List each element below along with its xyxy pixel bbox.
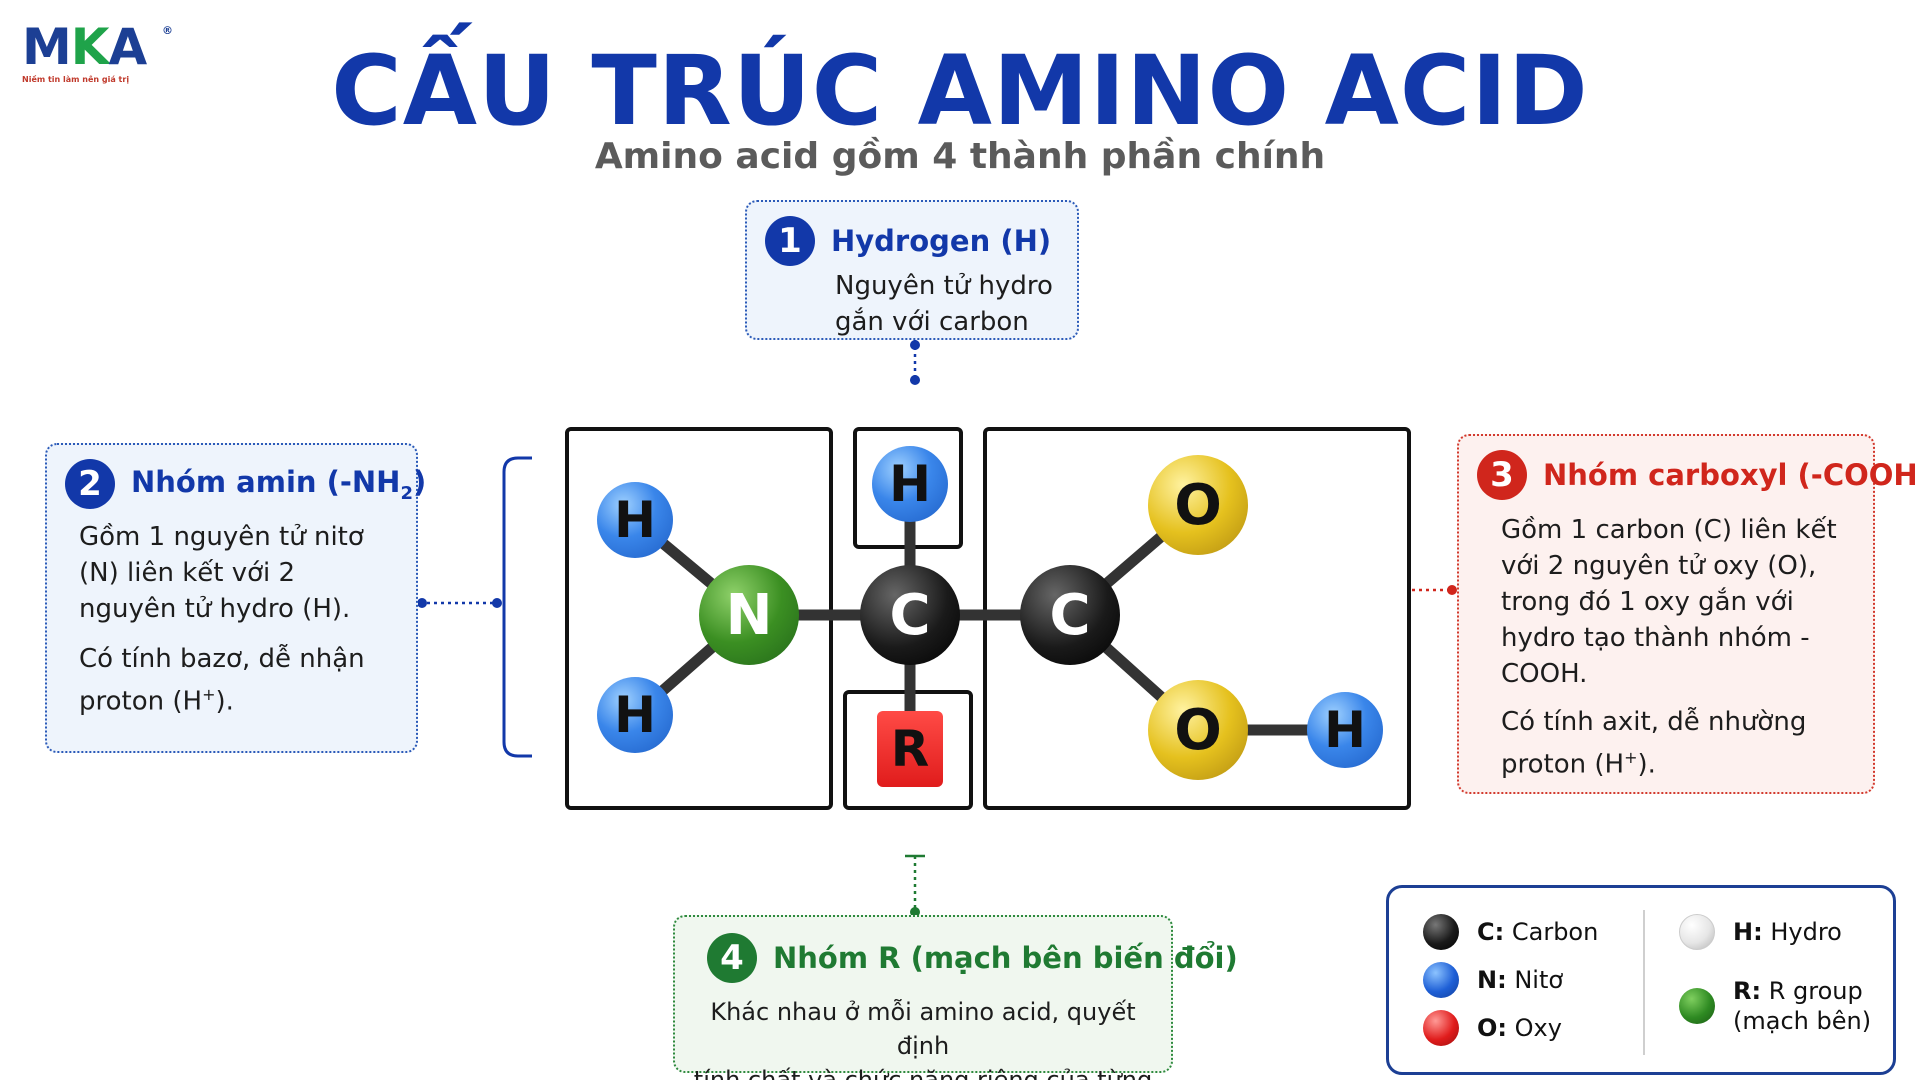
legend-item-nitrogen: N: Nitơ: [1423, 962, 1563, 998]
atom-hydrogen-alpha: H: [872, 446, 948, 522]
card-body: Khác nhau ở mỗi amino acid, quyết định t…: [693, 995, 1153, 1080]
logo-letter-m: M: [22, 18, 72, 76]
card-body: Gồm 1 carbon (C) liên kết với 2 nguyên t…: [1501, 512, 1855, 783]
legend-symbol: N:: [1477, 966, 1507, 994]
card-body: Nguyên tử hydro gắn với carbon: [835, 268, 1059, 340]
page-title: CẤU TRÚC AMINO ACID: [331, 35, 1589, 147]
step-badge-4: 4: [707, 933, 757, 983]
text-superscript: +: [202, 685, 216, 704]
card-header: 4 Nhóm R (mạch bên biến đổi): [693, 933, 1238, 983]
card-body: Gồm 1 nguyên tử nitơ (N) liên kết với 2 …: [79, 519, 398, 720]
text-part: Có tính bazơ, dễ nhận proton (H: [79, 644, 365, 717]
oxygen-swatch-icon: [1423, 1010, 1459, 1046]
card-paragraph: Có tính bazơ, dễ nhận proton (H+).: [79, 641, 398, 720]
card-paragraph: Có tính axit, dễ nhường proton (H+).: [1501, 704, 1855, 783]
legend-label: O: Oxy: [1477, 1013, 1562, 1043]
atom-nitrogen: N: [699, 565, 799, 665]
brand-logo: MKA ® Niềm tin làm nên giá trị: [22, 22, 173, 84]
card-paragraph: Gồm 1 nguyên tử nitơ (N) liên kết với 2 …: [79, 522, 364, 624]
card-title: Nhóm carboxyl (-COOH): [1543, 458, 1920, 492]
legend-symbol: H:: [1733, 918, 1763, 946]
atom-hydrogen-amin-top: H: [597, 482, 673, 558]
text-part: ).: [1637, 749, 1656, 780]
connector-dot: [492, 598, 502, 608]
logo-letter-a: A: [108, 18, 148, 76]
text-superscript: +: [1624, 748, 1638, 767]
connector-dot: [417, 598, 427, 608]
atom-hydrogen-hydroxyl: H: [1307, 692, 1383, 768]
atom-carbon-alpha: C: [860, 565, 960, 665]
legend-label: R: R group(mạch bên): [1733, 976, 1871, 1036]
atom-oxygen-double: O: [1148, 455, 1248, 555]
text-part: ).: [215, 686, 234, 717]
card-title: Nhóm R (mạch bên biến đổi): [773, 941, 1238, 975]
amin-bracket: [502, 456, 532, 758]
card-header: 3 Nhóm carboxyl (-COOH): [1477, 450, 1920, 500]
legend-symbol: C:: [1477, 918, 1505, 946]
legend-symbol: O:: [1477, 1014, 1507, 1042]
page-subtitle: Amino acid gồm 4 thành phần chính: [594, 136, 1326, 177]
title-subscript: 2: [400, 482, 413, 504]
logo-tagline: Niềm tin làm nên giá trị: [22, 75, 130, 84]
connector-dot: [910, 340, 920, 350]
card-header: 1 Hydrogen (H): [765, 216, 1059, 266]
atom-oxygen-single: O: [1148, 680, 1248, 780]
legend-label: C: Carbon: [1477, 917, 1598, 947]
title-part: Nhóm amin (-NH: [131, 464, 401, 499]
legend-text: R group: [1768, 977, 1863, 1005]
title-part: ): [413, 464, 427, 499]
card-text-line: Khác nhau ở mỗi amino acid, quyết định: [710, 998, 1136, 1060]
step-badge-1: 1: [765, 216, 815, 266]
connector-dot: [910, 375, 920, 385]
connector-dot: [1447, 585, 1457, 595]
legend-item-hydrogen: H: Hydro: [1679, 914, 1842, 950]
atom-r-group: R: [877, 711, 943, 787]
carbon-swatch-icon: [1423, 914, 1459, 950]
legend-divider: [1643, 910, 1645, 1055]
legend-text: Nitơ: [1514, 966, 1564, 994]
connector-dot: [910, 907, 920, 917]
card-amin: 2 Nhóm amin (-NH2) Gồm 1 nguyên tử nitơ …: [45, 443, 426, 753]
legend-symbol: R:: [1733, 977, 1762, 1005]
logo-wordmark: MKA: [22, 22, 162, 72]
card-text-line: tính chất và chức năng riêng của từng lo…: [693, 1066, 1153, 1080]
step-badge-3: 3: [1477, 450, 1527, 500]
legend-item-oxygen: O: Oxy: [1423, 1010, 1562, 1046]
registered-mark: ®: [162, 24, 173, 37]
card-hydrogen: 1 Hydrogen (H) Nguyên tử hydro gắn với c…: [745, 200, 1079, 340]
legend-text: Hydro: [1770, 918, 1842, 946]
text-part: Có tính axit, dễ nhường proton (H: [1501, 707, 1807, 780]
card-title: Hydrogen (H): [831, 224, 1052, 258]
card-text-line: gắn với carbon: [835, 307, 1029, 337]
card-r-group: 4 Nhóm R (mạch bên biến đổi) Khác nhau ở…: [673, 915, 1238, 1080]
legend-label: N: Nitơ: [1477, 965, 1563, 995]
legend-label: H: Hydro: [1733, 917, 1842, 947]
card-title: Nhóm amin (-NH2): [131, 465, 426, 504]
atom-carbon-carboxyl: C: [1020, 565, 1120, 665]
atom-legend: C: Carbon N: Nitơ O: Oxy H: Hydro R: R g…: [1386, 885, 1896, 1075]
legend-item-rgroup: R: R group(mạch bên): [1679, 976, 1871, 1036]
hydrogen-swatch-icon: [1679, 914, 1715, 950]
legend-text-secondary: (mạch bên): [1733, 1007, 1872, 1035]
card-paragraph: Gồm 1 carbon (C) liên kết với 2 nguyên t…: [1501, 515, 1837, 689]
card-text-line: Nguyên tử hydro: [835, 271, 1053, 301]
legend-item-carbon: C: Carbon: [1423, 914, 1598, 950]
legend-text: Oxy: [1514, 1014, 1562, 1042]
nitrogen-swatch-icon: [1423, 962, 1459, 998]
card-carboxyl: 3 Nhóm carboxyl (-COOH) Gồm 1 carbon (C)…: [1457, 434, 1920, 794]
legend-text: Carbon: [1511, 918, 1599, 946]
rgroup-swatch-icon: [1679, 988, 1715, 1024]
card-header: 2 Nhóm amin (-NH2): [65, 459, 426, 509]
atom-hydrogen-amin-bottom: H: [597, 677, 673, 753]
logo-letter-k: K: [70, 18, 110, 76]
step-badge-2: 2: [65, 459, 115, 509]
